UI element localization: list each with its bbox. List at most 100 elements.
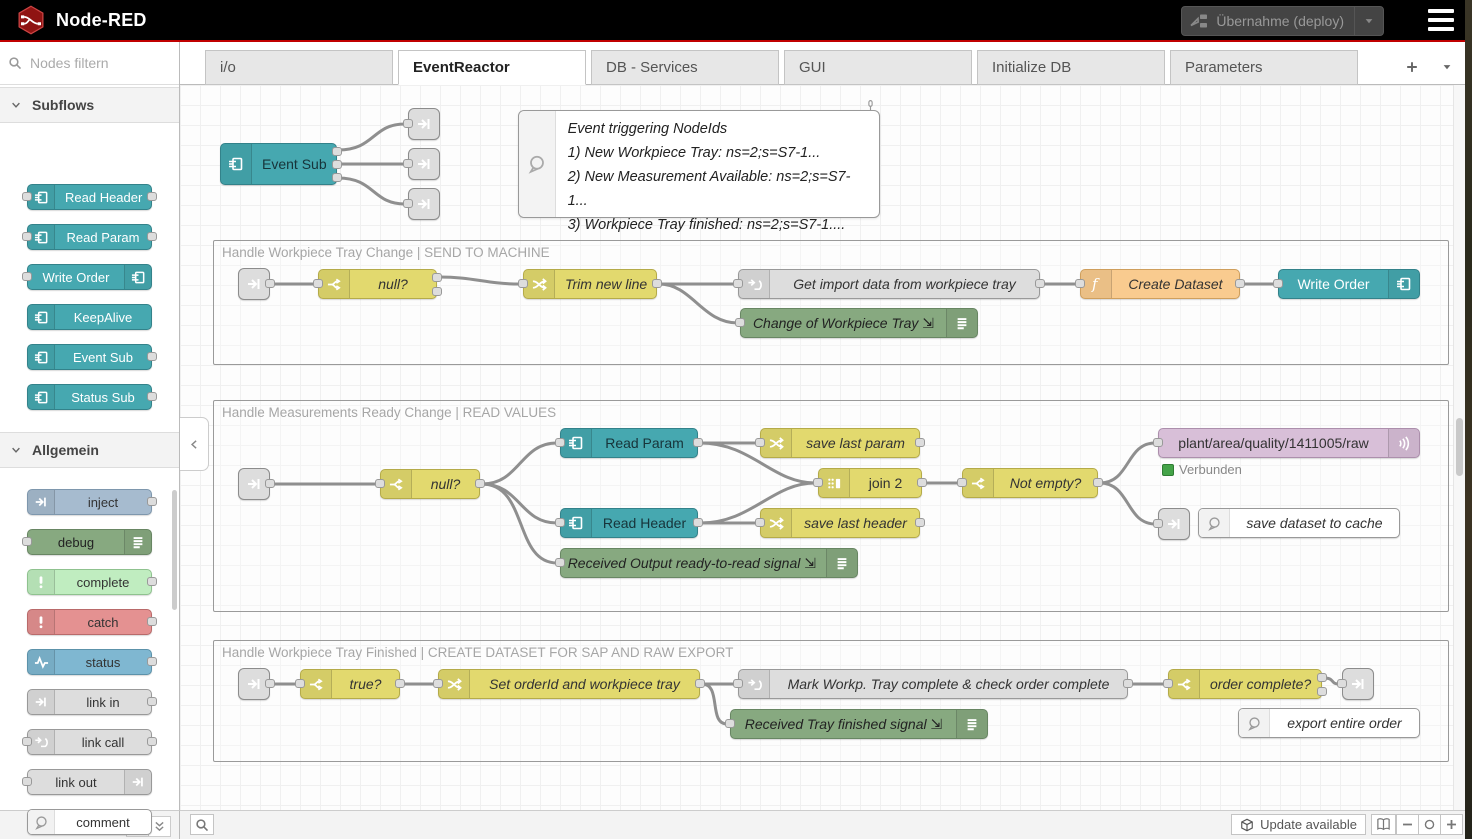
- debug-icon: [124, 530, 151, 554]
- switch-node-null-2[interactable]: null?: [380, 469, 480, 499]
- add-flow-button[interactable]: [1398, 54, 1426, 80]
- subflow-icon: [28, 305, 55, 329]
- plus-icon: [1445, 818, 1458, 831]
- navigator-button[interactable]: [1371, 814, 1396, 835]
- workspace-footer: Update available: [180, 810, 1472, 839]
- palette-node-catch[interactable]: catch: [27, 609, 152, 635]
- link-out-icon: [416, 156, 432, 172]
- subflow-icon: [561, 509, 592, 537]
- note-title: Event triggering NodeIds: [568, 117, 867, 141]
- zoom-out-button[interactable]: [1396, 814, 1419, 835]
- change-node-save-last-param[interactable]: save last param: [760, 428, 920, 458]
- canvas-search-button[interactable]: [190, 814, 214, 835]
- link-out-icon: [416, 116, 432, 132]
- mqtt-out-node[interactable]: plant/area/quality/1411005/raw: [1158, 428, 1420, 458]
- tab-initialize-db[interactable]: Initialize DB: [977, 50, 1165, 85]
- chevron-down-icon: [10, 444, 22, 456]
- debug-node-received-output-signal[interactable]: Received Output ready-to-read signal ⇲: [560, 548, 858, 578]
- function-node-create-dataset[interactable]: Create Dataset: [1080, 269, 1240, 299]
- subflow-icon: [28, 225, 55, 249]
- link-in-node[interactable]: [238, 668, 270, 700]
- link-out-node[interactable]: [408, 148, 440, 180]
- change-node-trim-new-line[interactable]: Trim new line: [523, 269, 657, 299]
- palette-node-read-param[interactable]: Read Param: [27, 224, 152, 250]
- palette-node-read-header[interactable]: Read Header: [27, 184, 152, 210]
- node-event-sub[interactable]: Event Sub: [220, 143, 337, 185]
- subflow-node-write-order[interactable]: Write Order: [1278, 269, 1420, 299]
- switch-icon: [319, 270, 350, 298]
- deploy-button[interactable]: Übernahme (deploy): [1181, 6, 1384, 36]
- deploy-options-button[interactable]: [1354, 7, 1383, 35]
- palette-search[interactable]: [0, 42, 179, 85]
- palette-search-input[interactable]: [28, 54, 162, 72]
- comment-bubble-icon: [1239, 709, 1270, 737]
- canvas-vertical-scrollbar[interactable]: [1453, 85, 1465, 810]
- switch-node-not-empty[interactable]: Not empty?: [962, 468, 1098, 498]
- palette-node-complete[interactable]: complete: [27, 569, 152, 595]
- tab-parameters[interactable]: Parameters: [1170, 50, 1358, 85]
- subflow-node-read-header[interactable]: Read Header: [560, 508, 698, 538]
- flow-tabbar: i/o EventReactor DB - Services GUI Initi…: [180, 42, 1465, 85]
- subflow-icon: [28, 185, 55, 209]
- tab-io[interactable]: i/o: [205, 50, 393, 85]
- debug-node-change-of-workpiece-tray[interactable]: Change of Workpiece Tray ⇲: [740, 308, 978, 338]
- tab-db-services[interactable]: DB - Services: [591, 50, 779, 85]
- link-call-icon: [739, 270, 770, 298]
- link-out-icon: [1350, 676, 1366, 692]
- deploy-icon: [1182, 13, 1216, 29]
- join-icon: [819, 469, 850, 497]
- subflow-icon: [124, 265, 151, 289]
- switch-node-true[interactable]: true?: [300, 669, 400, 699]
- palette-node-link-call[interactable]: link call: [27, 729, 152, 755]
- palette-node-comment[interactable]: comment: [27, 809, 152, 835]
- note-line: 3) Workpiece Tray finished: ns=2;s=S7-1.…: [568, 213, 867, 237]
- search-icon: [8, 56, 22, 70]
- zoom-in-button[interactable]: [1440, 814, 1463, 835]
- palette-node-event-sub[interactable]: Event Sub: [27, 344, 152, 370]
- comment-node-event-triggering[interactable]: Event triggering NodeIds 1) New Workpiec…: [518, 110, 880, 218]
- palette-section-subflows[interactable]: Subflows: [0, 87, 179, 123]
- palette-node-debug[interactable]: debug: [27, 529, 152, 555]
- debug-icon: [956, 710, 987, 738]
- link-out-node[interactable]: [408, 188, 440, 220]
- inject-icon: [28, 490, 55, 514]
- palette-section-allgemein[interactable]: Allgemein: [0, 432, 179, 468]
- link-out-node[interactable]: [408, 108, 440, 140]
- subflow-icon: [28, 385, 55, 409]
- link-call-node-get-import-data[interactable]: Get import data from workpiece tray: [738, 269, 1040, 299]
- palette-collapse-handle[interactable]: [180, 417, 209, 471]
- debug-node-received-tray-finished[interactable]: Received Tray finished signal ⇲: [730, 709, 988, 739]
- palette-scrollbar[interactable]: [172, 490, 177, 610]
- palette-node-link-in[interactable]: link in: [27, 689, 152, 715]
- node-red-logo-icon: [16, 5, 46, 35]
- link-out-node[interactable]: [1158, 508, 1190, 540]
- exclamation-icon: [28, 610, 55, 634]
- flow-list-button[interactable]: [1433, 54, 1461, 80]
- palette-node-status[interactable]: status: [27, 649, 152, 675]
- comment-node-export-entire-order[interactable]: export entire order: [1238, 708, 1420, 738]
- join-node-join-2[interactable]: join 2: [818, 468, 922, 498]
- switch-node-null[interactable]: null?: [318, 269, 437, 299]
- update-available-button[interactable]: Update available: [1231, 814, 1366, 835]
- main-menu-button[interactable]: [1428, 9, 1454, 31]
- link-out-node[interactable]: [1342, 668, 1374, 700]
- change-node-save-last-header[interactable]: save last header: [760, 508, 920, 538]
- link-call-node-mark-workp-tray[interactable]: Mark Workp. Tray complete & check order …: [738, 669, 1128, 699]
- tab-gui[interactable]: GUI: [784, 50, 972, 85]
- link-in-node[interactable]: [238, 268, 270, 300]
- palette-node-status-sub[interactable]: Status Sub: [27, 384, 152, 410]
- tab-eventreactor[interactable]: EventReactor: [398, 50, 586, 85]
- palette-node-link-out[interactable]: link out: [27, 769, 152, 795]
- zoom-reset-button[interactable]: [1418, 814, 1441, 835]
- flow-canvas[interactable]: Handle Workpiece Tray Change | SEND TO M…: [180, 85, 1453, 810]
- desktop-background-strip: [1465, 0, 1472, 839]
- link-in-node[interactable]: [238, 468, 270, 500]
- palette-node-inject[interactable]: inject: [27, 489, 152, 515]
- switch-node-order-complete[interactable]: order complete?: [1168, 669, 1322, 699]
- subflow-node-read-param[interactable]: Read Param: [560, 428, 698, 458]
- comment-node-save-dataset-to-cache[interactable]: save dataset to cache: [1198, 508, 1400, 538]
- palette-node-write-order[interactable]: Write Order: [27, 264, 152, 290]
- node-palette: Subflows Read Header Read Param Write Or…: [0, 42, 180, 810]
- change-node-set-orderid[interactable]: Set orderId and workpiece tray: [438, 669, 700, 699]
- palette-node-keepalive[interactable]: KeepAlive: [27, 304, 152, 330]
